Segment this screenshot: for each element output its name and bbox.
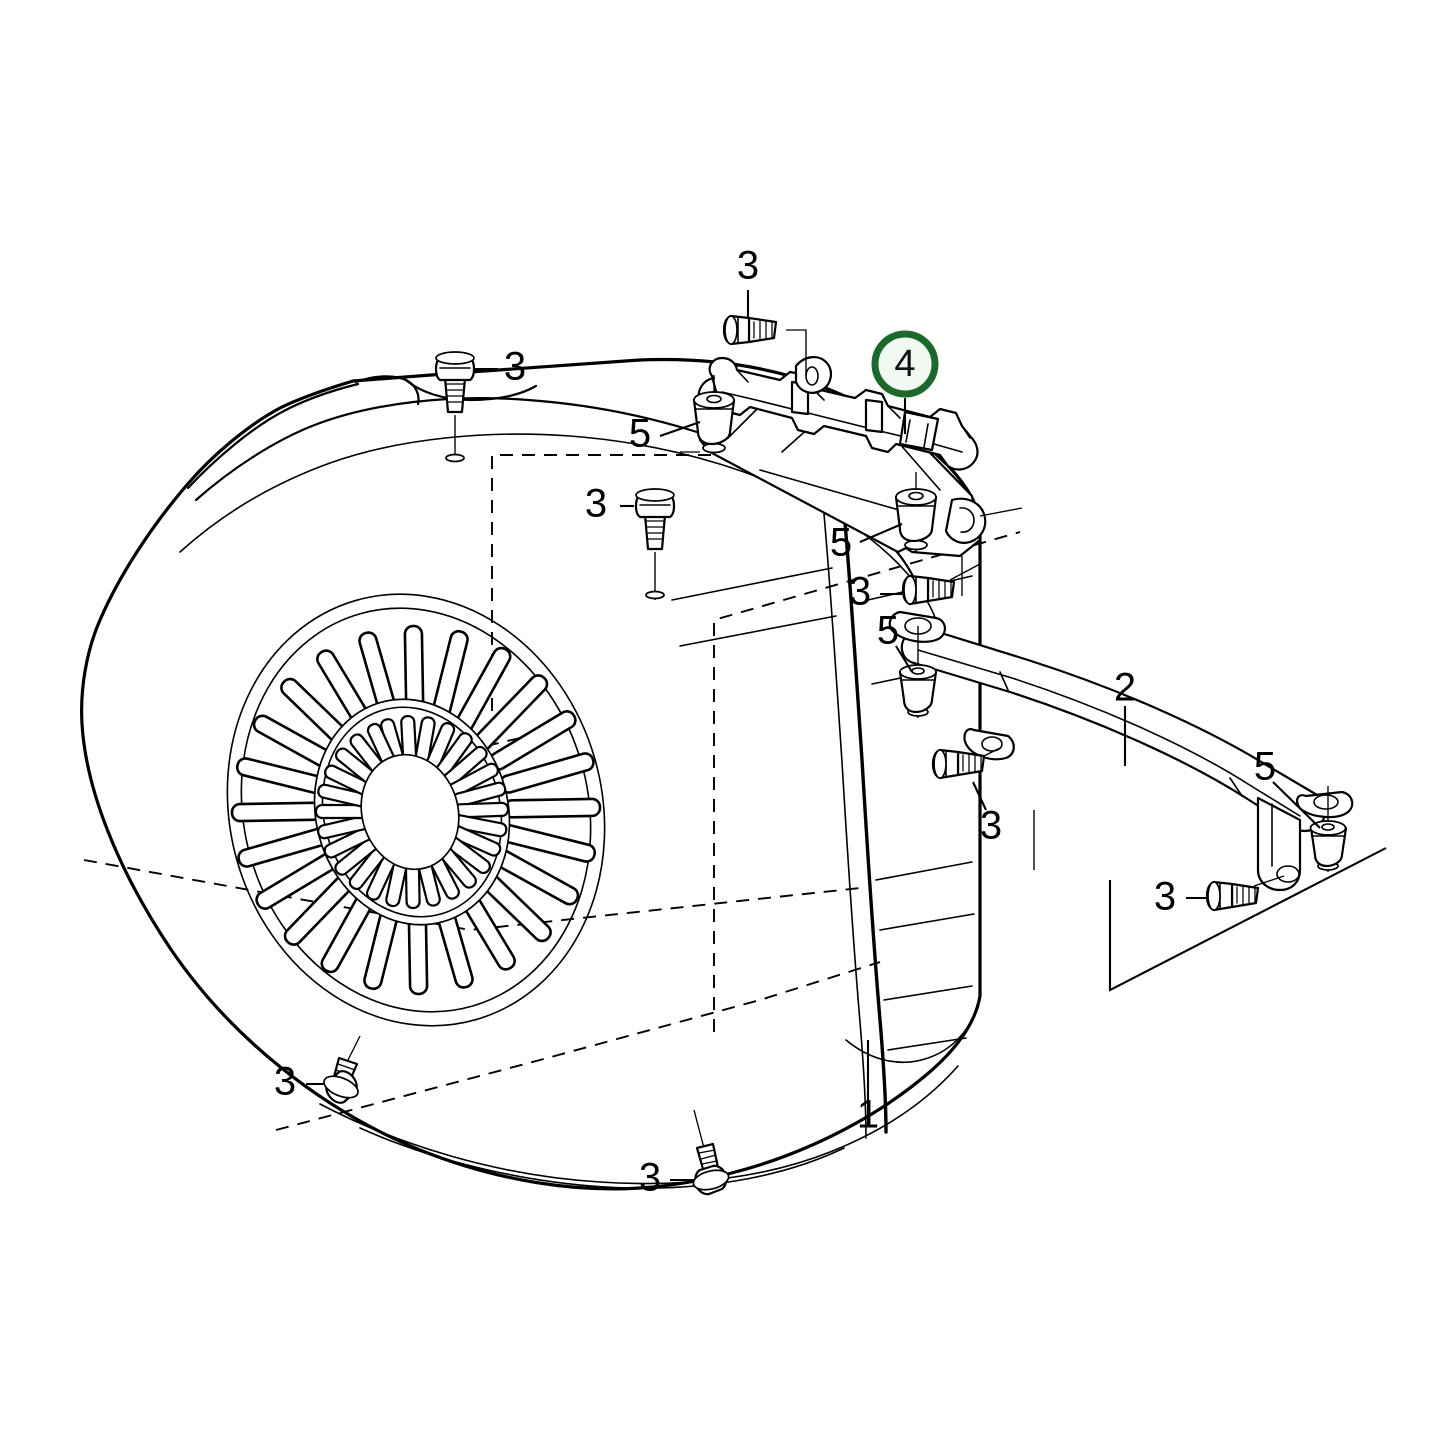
callout-5-strut-left-label[interactable]: 5	[877, 609, 899, 653]
callout-5-strut-right-label[interactable]: 5	[1254, 745, 1276, 789]
fan-impeller-grille	[226, 593, 606, 1027]
bolt-3-strut-left[interactable]	[931, 747, 1001, 811]
hidden-line-lower	[275, 961, 881, 1131]
callout-labels: 3 3 5 4 3 5 3 5 2 5 3 3 3 1 3	[274, 244, 1276, 1200]
part-3-bolts-group	[306, 314, 1285, 1196]
callout-highlight-ring	[871, 330, 939, 398]
grommet-5-b[interactable]	[894, 472, 938, 552]
bolt-3-upper-left[interactable]	[434, 351, 498, 463]
leader-bracket-polyline	[1108, 847, 1387, 992]
callout-4-label: 4	[894, 343, 915, 385]
leader-plate-right	[979, 507, 1023, 517]
callout-3-mid-left-label[interactable]: 3	[585, 482, 607, 526]
leader-5-upper	[659, 421, 701, 437]
callout-leaders	[659, 290, 1387, 1100]
bolt-3-bottom-mid[interactable]	[670, 1109, 731, 1196]
callout-3-upper-left-label[interactable]: 3	[504, 345, 526, 389]
callout-5-upper-label[interactable]: 5	[629, 412, 651, 456]
bolt-3-top[interactable]	[722, 314, 807, 376]
callout-3-bracket-label[interactable]: 3	[849, 570, 871, 614]
callout-3-bottom-mid-label[interactable]: 3	[639, 1156, 661, 1200]
leader-5-strut-left	[895, 645, 913, 673]
leader-5-strut-right	[1272, 781, 1321, 829]
grommet-5-a[interactable]	[692, 375, 736, 455]
part-1-fan-housing[interactable]	[80, 357, 1021, 1191]
callout-1-housing-label[interactable]: 1	[857, 1093, 879, 1137]
callout-3-strut-left-label[interactable]: 3	[980, 804, 1002, 848]
callout-3-top-label[interactable]: 3	[737, 244, 759, 288]
hidden-line-mid	[713, 531, 1021, 1032]
leader-5-lower	[859, 523, 903, 543]
part-5-grommets-group	[692, 375, 1348, 872]
callout-5-lower-label[interactable]: 5	[830, 521, 852, 565]
grommet-5-d[interactable]	[1309, 786, 1348, 872]
bolt-3-mid-left[interactable]	[620, 488, 676, 600]
bolt-3-strut-right[interactable]	[1186, 875, 1285, 912]
bolt-3-bracket[interactable]	[880, 563, 981, 606]
callout-4-highlighted[interactable]: 4	[871, 330, 939, 398]
callout-2-strut-label[interactable]: 2	[1114, 666, 1136, 710]
part-2-support-strut[interactable]	[888, 610, 1354, 892]
hidden-line-upper	[491, 454, 890, 733]
callout-3-bottom-left-label[interactable]: 3	[274, 1060, 296, 1104]
bolt-3-bottom-left[interactable]	[306, 1035, 361, 1104]
callout-3-strut-right-label[interactable]: 3	[1154, 875, 1176, 919]
